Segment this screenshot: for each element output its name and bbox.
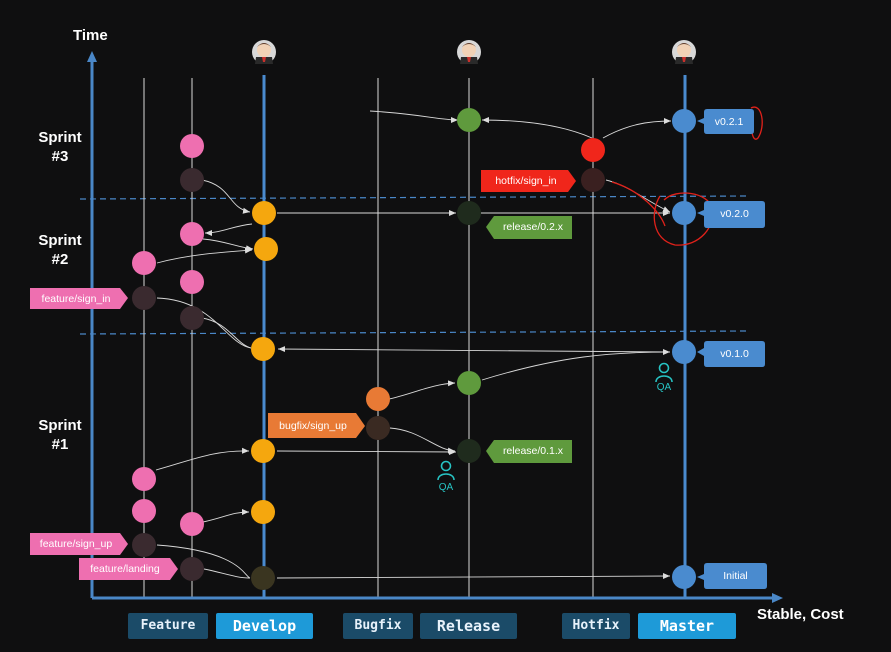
bugfix-merged-commit <box>366 416 390 440</box>
release-commit <box>457 108 481 132</box>
lane-label-hotfix: Hotfix <box>562 613 630 639</box>
version-tag-v0-2-0: v0.2.0 <box>720 208 749 220</box>
feature-landing-tag: feature/landing <box>90 563 160 575</box>
feature-merged-commit <box>132 286 156 310</box>
release-0-1-x-tag: release/0.1.x <box>502 445 564 457</box>
bugfix-sign-up-tag-shape <box>268 413 365 438</box>
release-0-1-x-tag-shape <box>486 440 572 463</box>
feature-merged-commit <box>132 533 156 557</box>
develop-commit <box>251 500 275 524</box>
feature-commit <box>132 251 156 275</box>
person-icon <box>437 460 455 481</box>
feature-sign-up-tag-shape <box>30 533 128 555</box>
feature-commit <box>180 270 204 294</box>
jenkins-butler-icon <box>252 40 276 64</box>
master-commits <box>672 109 696 589</box>
x-axis-title: Stable, Cost <box>757 606 844 623</box>
lane-label-bugfix: Bugfix <box>343 613 413 639</box>
lane-label-master: Master <box>638 613 736 639</box>
develop-commit <box>252 201 276 225</box>
version-tag-v0-1-0: v0.1.0 <box>720 348 749 360</box>
lane-label-develop: Develop <box>216 613 313 639</box>
release-commit <box>457 371 481 395</box>
develop-commit <box>251 439 275 463</box>
jenkins-butler-icon <box>457 40 481 64</box>
bugfix-sign-up-tag: bugfix/sign_up <box>279 420 347 432</box>
sprint-separator <box>79 330 749 335</box>
feature-merged-commit <box>180 557 204 581</box>
branch-tag-shapes <box>30 170 576 580</box>
master-commit <box>672 201 696 225</box>
hotfix-branch-commit <box>581 168 605 192</box>
feature-commit <box>132 499 156 523</box>
feature-merged-commit <box>180 306 204 330</box>
feature-commit <box>180 512 204 536</box>
lane-label-feature: Feature <box>128 613 208 639</box>
bugfix-commit <box>366 387 390 411</box>
hotfix-commit <box>581 138 605 162</box>
feature-commit <box>180 222 204 246</box>
sprint-1-label: Sprint#1 <box>38 417 82 453</box>
release-branch-commit <box>457 201 481 225</box>
feature-sign-in-tag-shape <box>30 288 128 309</box>
release-0-2-x-tag: release/0.2.x <box>502 221 564 233</box>
sprint-2-label: Sprint#2 <box>38 232 82 268</box>
feature-commit <box>132 467 156 491</box>
version-tag-v0-2-1: v0.2.1 <box>714 116 744 128</box>
jenkins-butler-icon <box>672 40 696 64</box>
release-branch-commit <box>457 439 481 463</box>
hotfix-sign-in-tag: hotfix/sign_in <box>495 175 557 187</box>
develop-commit <box>251 337 275 361</box>
feature-merged-commit <box>180 168 204 192</box>
person-icon <box>655 362 673 383</box>
develop-initial-commit <box>251 566 275 590</box>
version-callouts <box>697 109 767 589</box>
feature-commit <box>180 134 204 158</box>
develop-commits <box>251 201 278 590</box>
sprint-separator <box>79 195 749 200</box>
version-tag-initial: Initial <box>723 570 748 582</box>
feature-sign-in-tag: feature/sign_in <box>41 293 111 305</box>
lane-label-release: Release <box>420 613 517 639</box>
master-commit <box>672 565 696 589</box>
feature-commits <box>132 134 204 581</box>
sprint-3-label: Sprint#3 <box>38 129 82 165</box>
feature-landing-tag-shape <box>79 558 178 580</box>
hotfix-sign-in-tag-shape <box>481 170 576 192</box>
y-axis-title: Time <box>73 27 108 44</box>
release-commits <box>457 108 481 463</box>
feature-sign-up-tag: feature/sign_up <box>39 538 113 550</box>
develop-commit <box>254 237 278 261</box>
release-qa-label: QA <box>438 482 454 493</box>
master-commit <box>672 340 696 364</box>
release-0-2-x-tag-shape <box>486 216 572 239</box>
master-qa-label: QA <box>656 382 672 393</box>
master-commit <box>672 109 696 133</box>
